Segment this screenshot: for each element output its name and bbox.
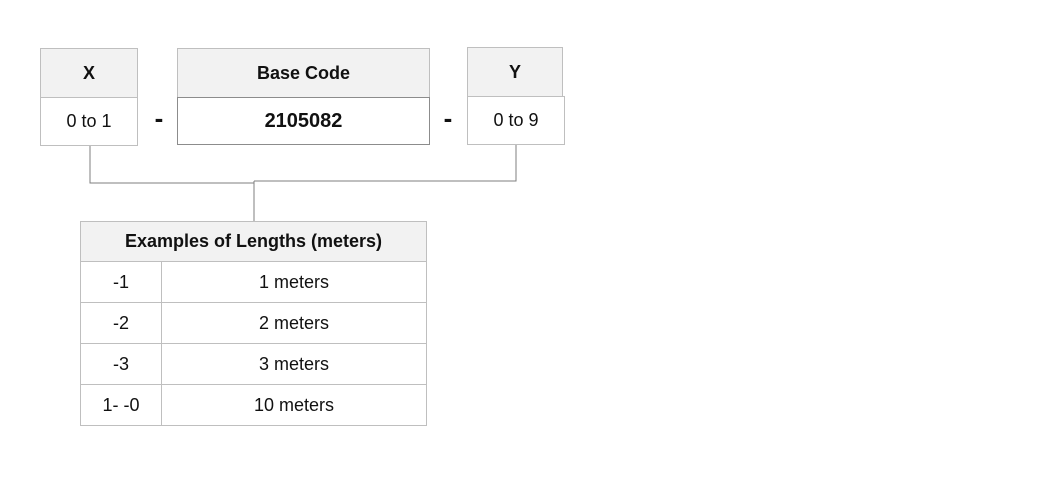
example-length: 10 meters [161,384,427,426]
example-length: 3 meters [161,343,427,385]
table-row: -3 3 meters [80,343,427,385]
example-code: -1 [80,261,162,303]
table-row: -2 2 meters [80,302,427,344]
separator-dash-right: - [443,103,453,133]
examples-title: Examples of Lengths (meters) [80,221,427,262]
y-header: Y [467,47,563,97]
examples-table: Examples of Lengths (meters) -1 1 meters… [80,221,427,426]
example-code: 1- -0 [80,384,162,426]
connector-from-y [254,145,517,182]
example-code: -2 [80,302,162,344]
table-row: -1 1 meters [80,261,427,303]
example-length: 1 meters [161,261,427,303]
table-row: 1- -0 10 meters [80,384,427,426]
separator-dash-left: - [154,103,164,133]
x-header: X [40,48,138,98]
base-code-header: Base Code [177,48,430,98]
example-code: -3 [80,343,162,385]
y-range: 0 to 9 [467,96,565,145]
base-code-value: 2105082 [177,97,430,145]
x-range: 0 to 1 [40,97,138,146]
example-length: 2 meters [161,302,427,344]
connector-from-x [89,146,254,184]
